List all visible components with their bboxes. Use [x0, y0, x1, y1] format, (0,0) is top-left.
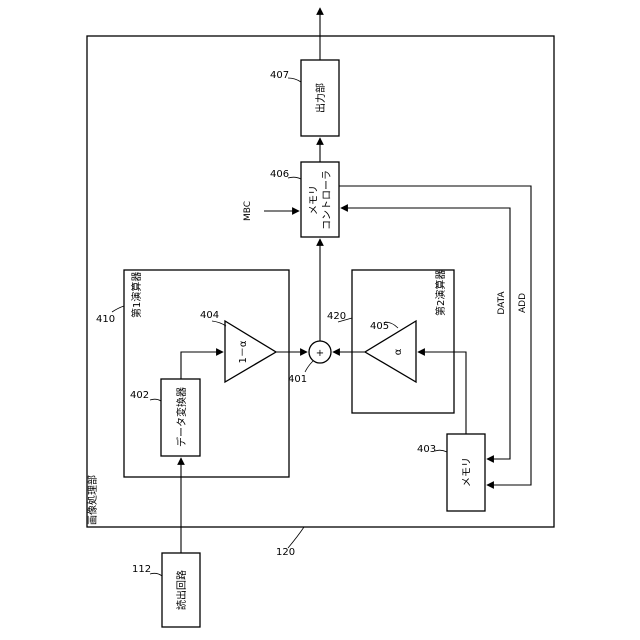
- first-calculator-label: 第1演算器: [130, 272, 143, 318]
- memory-controller-label-line1: メモリ: [309, 185, 320, 215]
- output-unit-label: 出力部: [314, 83, 327, 113]
- ref-120: 120: [276, 547, 295, 558]
- mbc-signal-label: MBC: [243, 201, 253, 221]
- second-calculator-label: 第2演算器: [434, 270, 447, 316]
- ref-112-leader: [150, 573, 162, 576]
- readout-circuit-label: 読出回路: [175, 570, 188, 610]
- first-calculator-frame: [124, 270, 289, 477]
- amplifier-alpha-label: α: [393, 348, 404, 355]
- ref-401: 401: [288, 374, 307, 385]
- memory-label: メモリ: [462, 457, 473, 487]
- data-converter-label: データ変換器: [175, 387, 188, 447]
- ref-420: 420: [327, 311, 346, 322]
- amplifier-one-minus-alpha-label: 1－α: [238, 340, 249, 363]
- ref-402: 402: [130, 390, 149, 401]
- memory-controller-block[interactable]: [301, 162, 339, 237]
- ref-403: 403: [417, 444, 436, 455]
- image-processing-unit-label: 画像処理部: [86, 475, 99, 525]
- ref-404: 404: [200, 310, 219, 321]
- ref-410: 410: [96, 314, 115, 325]
- ref-406: 406: [270, 169, 289, 180]
- ref-407: 407: [270, 70, 289, 81]
- ref-112: 112: [132, 564, 151, 575]
- adder-symbol: +: [316, 348, 324, 359]
- ref-405: 405: [370, 321, 389, 332]
- ref-120-leader: [288, 527, 304, 548]
- data-signal-label: DATA: [497, 291, 507, 315]
- add-signal-label: ADD: [518, 293, 528, 313]
- memory-controller-label-line2: コントローラ: [321, 170, 333, 230]
